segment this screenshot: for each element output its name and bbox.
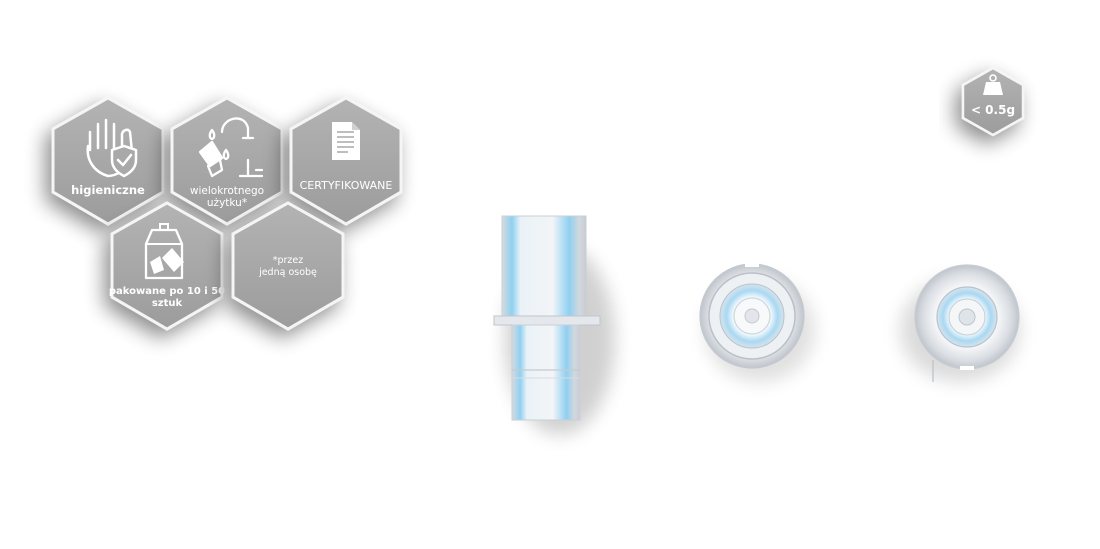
badge-packed-label-2: sztuk	[152, 298, 183, 309]
badge-hygienic-label: higieniczne	[71, 183, 145, 197]
mouthpiece-front-view	[699, 263, 815, 382]
badge-reusable-label-1: wielokrotnego	[190, 185, 264, 197]
faucet-icon	[198, 117, 264, 178]
badge-cluster: higieniczne wielokrotnego użytku* CERTYF…	[51, 96, 403, 331]
mouthpiece-back-view	[900, 264, 1020, 382]
badge-note-label-1: *przez	[273, 255, 304, 266]
hand-shield-icon	[86, 118, 138, 178]
badge-packed-label-1: pakowane po 10 i 50	[109, 286, 225, 297]
badge-certified	[289, 96, 403, 226]
weight-badge-label: < 0.5g	[971, 103, 1015, 117]
badge-hygienic	[51, 96, 165, 226]
weight-badge	[961, 66, 1025, 137]
badge-reusable	[170, 96, 284, 226]
badge-note-label-2: jedną osobę	[258, 267, 317, 278]
mouthpiece-side-view	[493, 215, 615, 435]
package-icon	[144, 223, 184, 280]
badge-packed	[110, 201, 224, 331]
weight-icon	[983, 74, 1003, 95]
badge-reusable-label-2: użytku*	[207, 197, 247, 209]
badge-note	[231, 201, 345, 331]
document-icon	[332, 122, 360, 160]
badge-certified-label: CERTYFIKOWANE	[300, 179, 393, 192]
